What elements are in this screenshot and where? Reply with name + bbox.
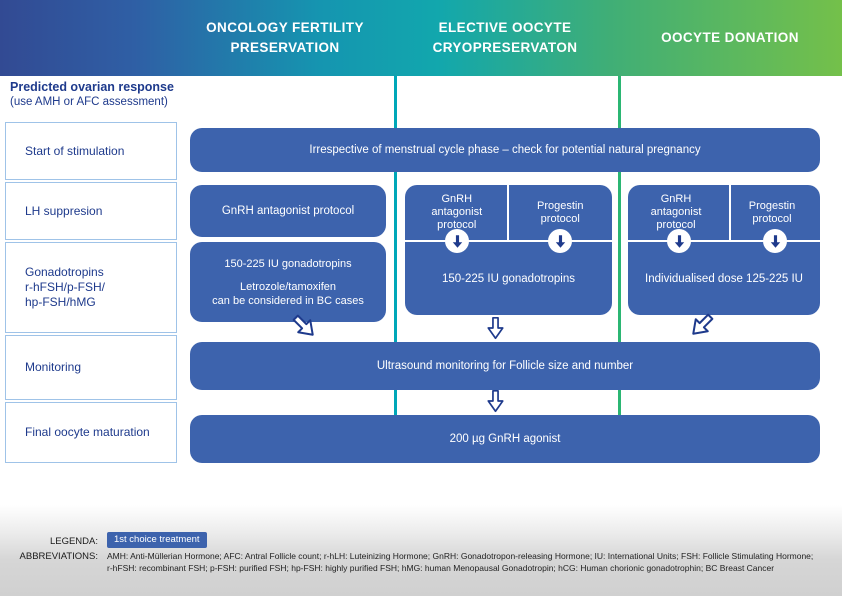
column-divider-teal <box>394 76 397 463</box>
header-gradient-band: ONCOLOGY FERTILITY PRESERVATION ELECTIVE… <box>0 0 842 76</box>
arrow-down-right-icon <box>287 309 325 347</box>
final-oocyte-maturation-text: 200 µg GnRH agonist <box>449 433 561 445</box>
sidebar-row-label: Monitoring <box>25 360 82 374</box>
final-oocyte-maturation-box: 200 µg GnRH agonist <box>190 415 820 463</box>
arrow-down-icon <box>452 234 462 248</box>
arrow-circle <box>548 229 572 253</box>
donation-progestin-cell: Progestin protocol <box>748 199 796 225</box>
first-choice-treatment-chip: 1st choice treatment <box>107 532 207 548</box>
column-header-elective: ELECTIVE OOCYTE CRYOPRESERVATON <box>432 20 578 55</box>
abbreviations-line-1: AMH: Anti-Müllerian Hormone; AFC: Antral… <box>107 551 814 561</box>
elective-protocol-cells: GnRH antagonist protocol Progestin proto… <box>405 185 612 240</box>
cell-divider <box>507 185 509 240</box>
sidebar-row-monitoring: Monitoring <box>5 335 177 400</box>
elective-progestin-cell: Progestin protocol <box>537 199 584 225</box>
cell-divider <box>729 185 731 240</box>
row-divider <box>628 240 820 242</box>
elective-gonadotropins-dose: 150-225 IU gonadotropins <box>442 272 575 285</box>
predicted-ovarian-response: Predicted ovarian response (use AMH or A… <box>10 80 174 109</box>
arrow-down-icon <box>487 388 504 419</box>
sidebar-row-final-oocyte-maturation: Final oocyte maturation <box>5 402 177 463</box>
donation-gonadotropins-dose: Individualised dose 125-225 IU <box>645 272 803 285</box>
arrow-circle <box>667 229 691 253</box>
monitoring-box: Ultrasound monitoring for Follicle size … <box>190 342 820 390</box>
legend-strip <box>0 505 842 596</box>
donation-protocol-cells: GnRH antagonist protocol Progestin proto… <box>628 185 820 240</box>
sidebar-row-lh-suppression: LH suppresion <box>5 182 177 240</box>
sidebar-row-label: Gonadotropins r-hFSH/p-FSH/ hp-FSH/hMG <box>25 265 106 309</box>
column-divider-green <box>618 76 621 463</box>
arrow-circle <box>763 229 787 253</box>
donation-gnrh-antagonist-cell: GnRH antagonist protocol <box>650 193 702 231</box>
oncology-gonadotropins-dose: 150-225 IU gonadotropins <box>224 257 352 270</box>
arrow-down-icon <box>674 234 684 248</box>
oncology-lh-suppression-box: GnRH antagonist protocol <box>190 185 386 237</box>
sidebar-row-gonadotropins: Gonadotropins r-hFSH/p-FSH/ hp-FSH/hMG <box>5 242 177 333</box>
arrow-down-left-icon <box>681 308 719 346</box>
column-header-donation: OOCYTE DONATION <box>661 30 799 45</box>
sidebar-row-label: Final oocyte maturation <box>25 425 150 439</box>
arrow-down-icon <box>487 315 504 346</box>
legenda-label: LEGENDA: <box>49 536 98 547</box>
abbreviations-label: ABBREVIATIONS: <box>19 551 98 562</box>
predicted-ovarian-response-subtitle: (use AMH or AFC assessment) <box>10 96 168 108</box>
elective-protocol-box: GnRH antagonist protocol Progestin proto… <box>405 185 612 315</box>
arrow-down-icon <box>770 234 780 248</box>
monitoring-text: Ultrasound monitoring for Follicle size … <box>376 360 634 372</box>
start-of-stimulation-box: Irrespective of menstrual cycle phase – … <box>190 128 820 172</box>
arrow-down-icon <box>555 234 565 248</box>
elective-gnrh-antagonist-cell: GnRH antagonist protocol <box>431 193 483 231</box>
donation-protocol-box: GnRH antagonist protocol Progestin proto… <box>628 185 820 315</box>
sidebar-row-start-of-stimulation: Start of stimulation <box>5 122 177 180</box>
arrow-circle <box>445 229 469 253</box>
start-of-stimulation-text: Irrespective of menstrual cycle phase – … <box>309 144 701 156</box>
oncology-lh-suppression-text: GnRH antagonist protocol <box>221 205 355 217</box>
sidebar-row-label: LH suppresion <box>25 203 103 218</box>
column-header-oncology: ONCOLOGY FERTILITY PRESERVATION <box>206 20 364 55</box>
oncology-gonadotropins-note: Letrozole/tamoxifen can be considered in… <box>212 280 364 307</box>
sidebar-row-label: Start of stimulation <box>25 143 125 158</box>
abbreviations-line-2: r-hFSH: recombinant FSH; p-FSH: purified… <box>107 563 775 573</box>
oncology-gonadotropins-box: 150-225 IU gonadotropins Letrozole/tamox… <box>190 242 386 322</box>
predicted-ovarian-response-title: Predicted ovarian response <box>10 80 174 94</box>
row-divider <box>405 240 612 242</box>
